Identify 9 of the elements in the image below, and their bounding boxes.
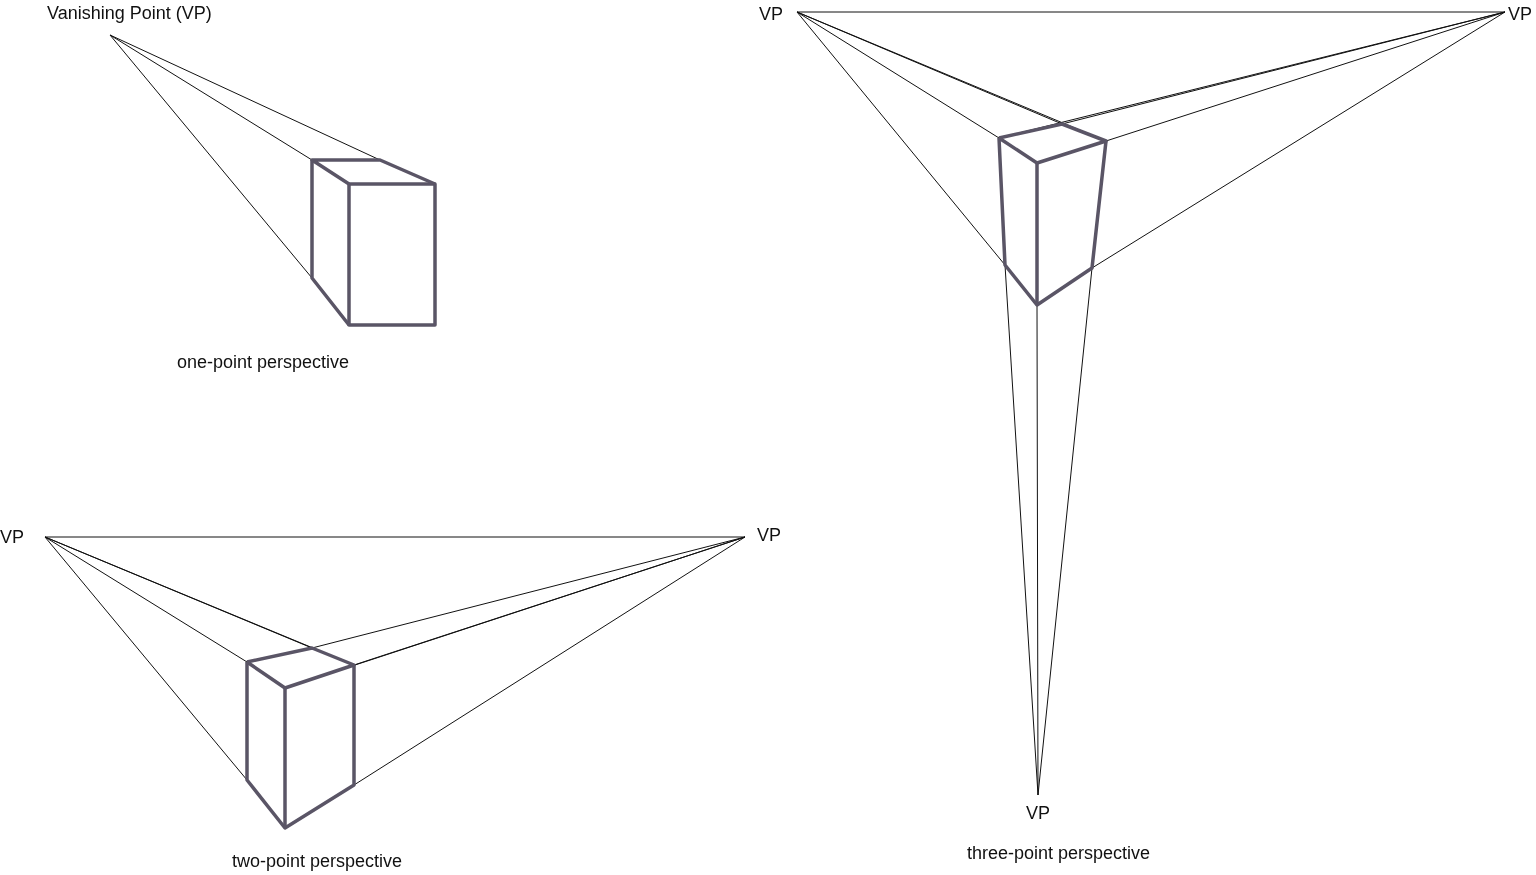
vanishing-point-label: Vanishing Point (VP) xyxy=(47,2,212,24)
vanishing-point-label: VP xyxy=(757,524,781,546)
vanishing-point-label: one-point perspective xyxy=(177,351,350,373)
vanishing-point-label: VP xyxy=(0,526,24,548)
vanishing-point-label: VP xyxy=(1508,3,1532,25)
drawing-caption: two-point perspective xyxy=(232,850,403,872)
vanishing-point-label: VP xyxy=(759,3,783,25)
drawing-caption: three-point perspective xyxy=(967,842,1151,864)
vanishing-point-label: VP xyxy=(1026,802,1050,824)
